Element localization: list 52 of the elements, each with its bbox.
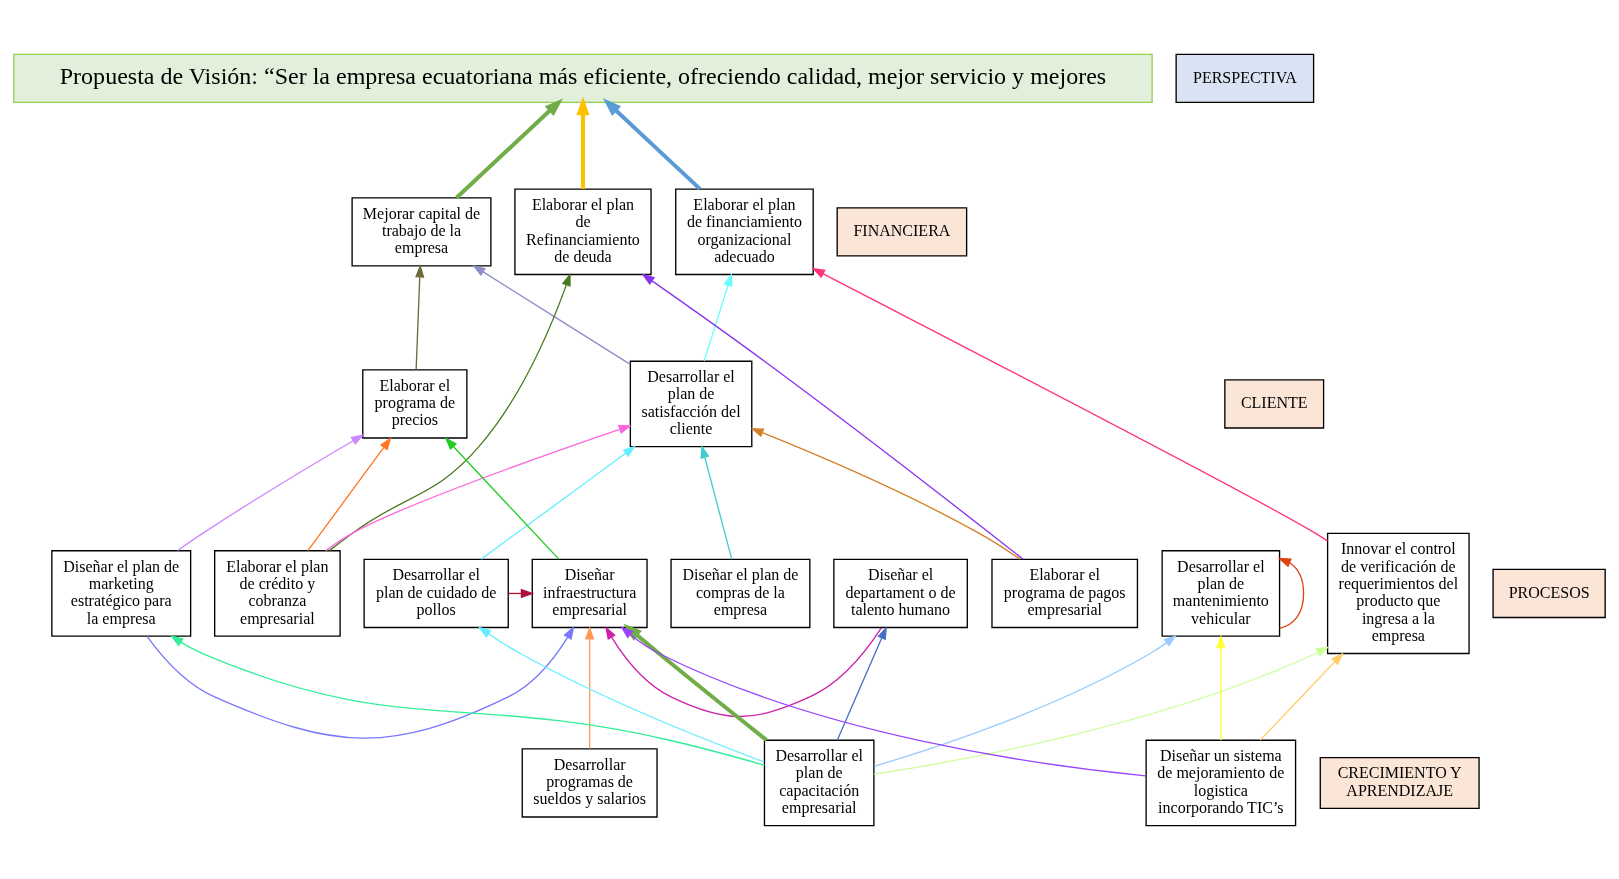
arrow bbox=[836, 625, 887, 741]
arrow bbox=[472, 264, 631, 365]
arrow bbox=[480, 445, 637, 560]
arrow bbox=[307, 436, 392, 551]
arrow bbox=[576, 95, 590, 189]
arrow bbox=[584, 625, 595, 749]
arrow bbox=[620, 625, 1147, 777]
node-box: Diseñar un sistema de mejoramiento de logistica incorporando TIC’s bbox=[1145, 739, 1297, 826]
node-box: CRECIMIENTO Y APRENDIZAJE bbox=[1319, 756, 1480, 809]
arrow bbox=[170, 634, 766, 766]
node-box: Elaborar el plan de Refinanciamiento de deuda bbox=[514, 187, 652, 275]
node-box: Diseñar el plan de marketing estratégico para la empresa bbox=[51, 549, 192, 637]
arrow bbox=[873, 646, 1330, 775]
arrow bbox=[444, 436, 560, 560]
node-box: Diseñar el departament o de talento humano bbox=[833, 558, 968, 628]
node-box: Desarrollar el plan de mantenimiento vehicular bbox=[1161, 549, 1281, 637]
arrow bbox=[1259, 651, 1344, 741]
arrow bbox=[328, 272, 571, 551]
node-box: CLIENTE bbox=[1224, 378, 1325, 429]
node-box: Diseñar el plan de compras de la empresa bbox=[670, 558, 811, 628]
arrow bbox=[477, 626, 765, 763]
arrow bbox=[602, 97, 702, 190]
arrow bbox=[750, 427, 1021, 560]
node-box: Propuesta de Visión: “Ser la empresa ecuatoriana más eficiente, ofreciendo calidad, mejor servicio y mejores bbox=[13, 53, 1153, 103]
node-box: Desarrollar el plan de capacitación empresarial bbox=[763, 739, 875, 826]
arrow bbox=[700, 444, 733, 560]
node-box: Elaborar el programa de precios bbox=[362, 368, 468, 439]
arrow bbox=[146, 625, 575, 739]
arrow bbox=[811, 267, 1329, 542]
arrow bbox=[415, 263, 425, 370]
node-box: Desarrollar el plan de satisfacción del cliente bbox=[629, 360, 753, 447]
node-box: Elaborar el programa de pagos empresarial bbox=[991, 558, 1139, 628]
arrow bbox=[455, 97, 563, 199]
arrow bbox=[177, 433, 365, 551]
node-box: PERSPECTIVA bbox=[1175, 53, 1315, 103]
node-box: Mejorar capital de trabajo de la empresa bbox=[351, 196, 492, 266]
node-box: Desarrollar el plan de cuidado de pollos bbox=[363, 558, 509, 628]
node-box: PROCESOS bbox=[1492, 568, 1606, 618]
arrow bbox=[325, 424, 633, 551]
node-box: Diseñar infraestructura empresarial bbox=[531, 558, 648, 628]
arrow bbox=[623, 623, 768, 742]
arrow bbox=[873, 634, 1177, 767]
node-box: Innovar el control de verificación de requerimientos del producto que ingresa a la empresa bbox=[1326, 532, 1470, 654]
arrow bbox=[605, 625, 882, 717]
node-box: Elaborar el plan de financiamiento organizacional adecuado bbox=[675, 187, 814, 275]
node-box: Elaborar el plan de crédito y cobranza empresarial bbox=[214, 549, 341, 637]
node-box: FINANCIERA bbox=[836, 206, 968, 256]
arrow bbox=[641, 273, 1024, 560]
node-box: Desarrollar programas de sueldos y salarios bbox=[521, 747, 658, 818]
arrow bbox=[703, 272, 733, 362]
arrow bbox=[1277, 557, 1305, 629]
arrow bbox=[1216, 634, 1226, 741]
